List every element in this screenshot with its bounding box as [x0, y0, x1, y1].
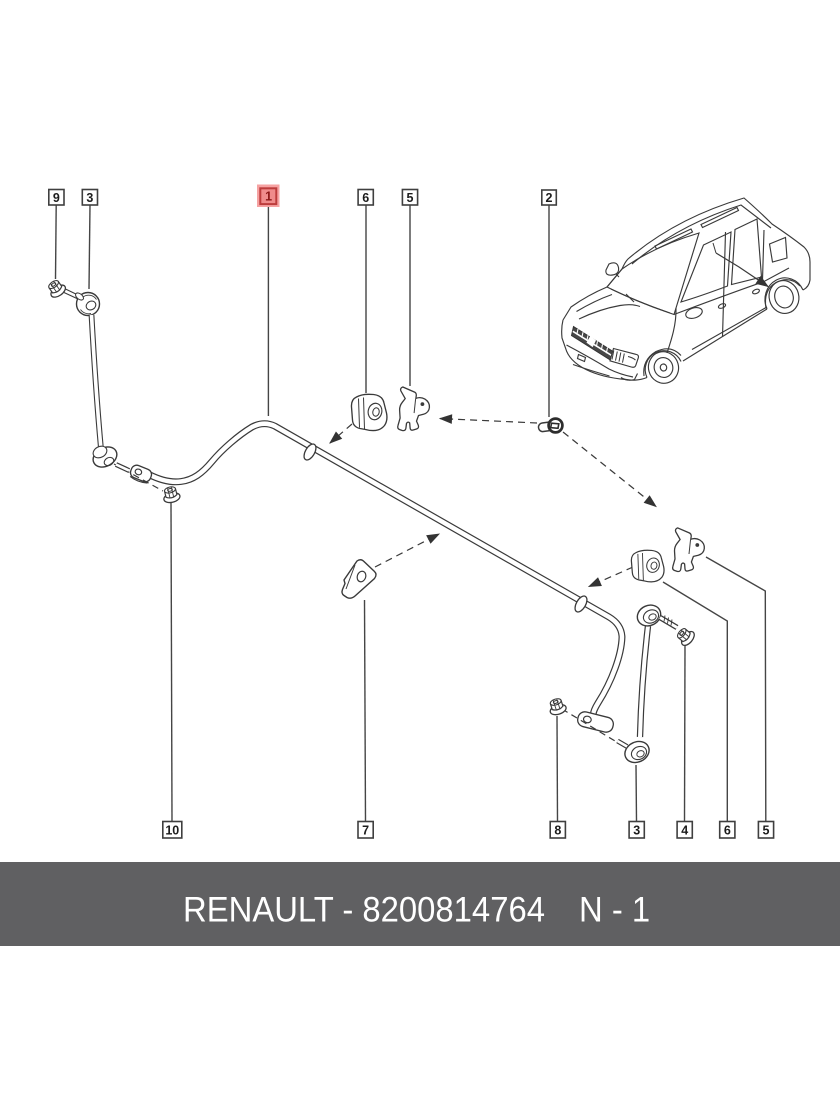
svg-text:7: 7	[362, 823, 369, 837]
svg-text:4: 4	[681, 823, 688, 837]
svg-text:9: 9	[53, 191, 60, 205]
svg-text:3: 3	[86, 191, 93, 205]
svg-text:1: 1	[265, 190, 272, 204]
svg-text:3: 3	[633, 823, 640, 837]
svg-text:RENAULT - 8200814764: RENAULT - 8200814764	[183, 890, 545, 929]
svg-text:6: 6	[362, 191, 369, 205]
svg-text:5: 5	[407, 191, 414, 205]
svg-text:5: 5	[763, 823, 770, 837]
svg-text:8: 8	[554, 823, 561, 837]
svg-text:10: 10	[165, 823, 179, 837]
svg-text:2: 2	[546, 191, 553, 205]
svg-text:6: 6	[724, 823, 731, 837]
svg-text:N - 1: N - 1	[579, 890, 650, 929]
